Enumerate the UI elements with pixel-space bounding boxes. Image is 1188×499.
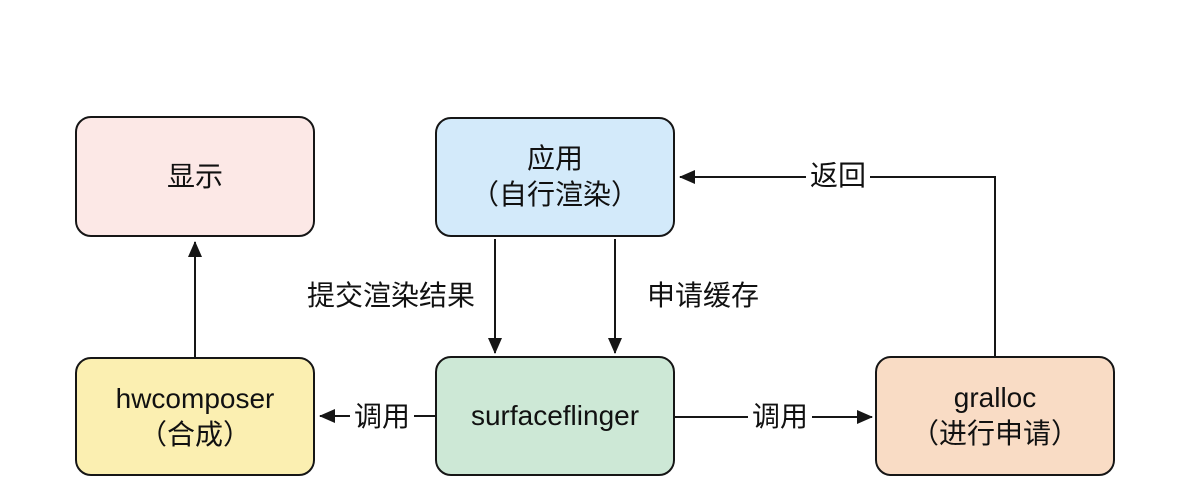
- node-hwcomposer-label-line1: hwcomposer: [115, 382, 275, 414]
- node-app: 应用 （自行渲染）: [435, 117, 675, 237]
- node-app-label-line1: 应用: [526, 143, 583, 174]
- edge-label-return: 返回: [805, 159, 871, 193]
- node-surfaceflinger-label: surfaceflinger: [470, 400, 640, 431]
- node-app-label-line2: （自行渲染）: [470, 179, 639, 210]
- node-display: 显示: [75, 116, 315, 237]
- edge-label-submit-render-result: 提交渲染结果: [302, 279, 480, 313]
- node-hwcomposer: hwcomposer （合成）: [75, 357, 315, 476]
- edge-label-request-buffer: 申请缓存: [642, 279, 764, 313]
- node-gralloc: gralloc （进行申请）: [875, 356, 1115, 476]
- node-display-label: 显示: [166, 160, 223, 192]
- edge-label-call-gralloc: 调用: [747, 400, 813, 434]
- edge-label-call-hwcomposer: 调用: [349, 400, 415, 434]
- node-gralloc-label-line2: （进行申请）: [910, 418, 1079, 449]
- node-gralloc-label-line1: gralloc: [953, 382, 1037, 413]
- node-hwcomposer-label-line2: （合成）: [138, 418, 251, 450]
- node-surfaceflinger: surfaceflinger: [435, 356, 675, 476]
- edge-gralloc-to-app-return: [679, 170, 996, 356]
